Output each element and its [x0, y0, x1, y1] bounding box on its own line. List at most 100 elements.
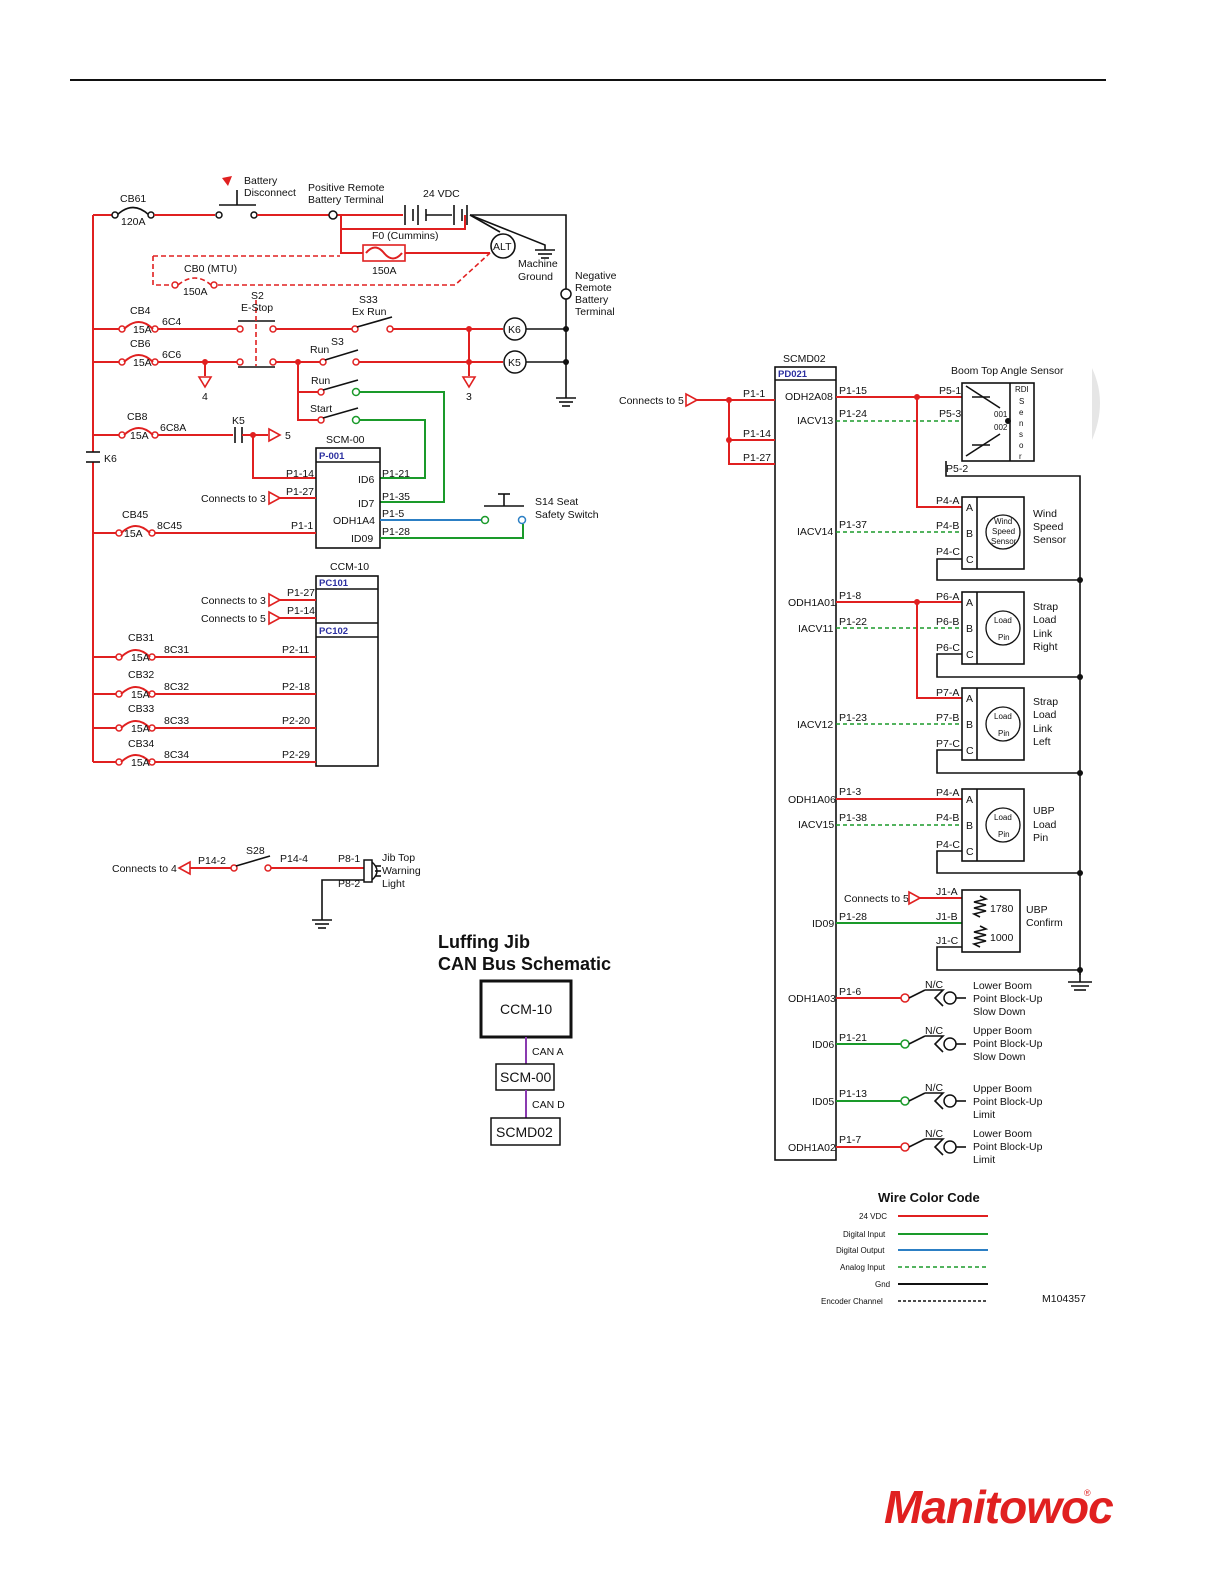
p7-c-label: P7-C — [936, 738, 960, 750]
wire-6c8a: 6C8A — [160, 422, 186, 434]
jib-light-line3: Light — [382, 878, 405, 890]
wcc-item-encoder: Encoder Channel — [821, 1297, 883, 1306]
iacv11-label: IACV11 — [798, 623, 834, 635]
j1-b-label: J1-B — [936, 911, 958, 923]
wire-8c45: 8C45 — [157, 520, 182, 532]
s28-label: S28 — [246, 845, 265, 857]
cb33-amp: 15A — [131, 723, 150, 735]
p1-24-label: P1-24 — [839, 408, 867, 420]
p1-37-label: P1-37 — [839, 519, 867, 531]
ch-001: 001 — [994, 410, 1008, 419]
cb32-amp: 15A — [131, 689, 150, 701]
p5-1-label: P5-1 — [939, 385, 961, 397]
iacv12-label: IACV12 — [797, 719, 833, 731]
left-power-schematic: K6 CB61 120A Battery Disconnect Positive… — [86, 175, 617, 929]
slr-label-4: Right — [1033, 641, 1058, 653]
scm-title: SCM-00 — [326, 434, 365, 446]
logo-registered-mark: ® — [1084, 1488, 1091, 1498]
right-p1-1: P1-1 — [743, 388, 765, 400]
wcc-title: Wire Color Code — [878, 1190, 980, 1205]
cb8-label: CB8 — [127, 411, 148, 423]
p6-c-label: P6-C — [936, 642, 960, 654]
sll-label-1: Strap — [1033, 696, 1058, 708]
cb61-amp: 120A — [121, 216, 146, 228]
pc102-connector: PC102 — [319, 626, 348, 637]
cb6-label: CB6 — [130, 338, 151, 350]
slr-label-3: Link — [1033, 628, 1053, 640]
p1-3-label: P1-3 — [839, 786, 861, 798]
scm-p1-35: P1-35 — [382, 491, 410, 503]
nc2-label: N/C — [925, 1025, 944, 1037]
p4-c2-label: P4-C — [936, 839, 960, 851]
p4-b1-label: P4-B — [936, 520, 959, 532]
sll-inner-pin: Pin — [998, 729, 1010, 738]
sensor-letter-r: r — [1019, 452, 1022, 461]
p6-a-label: P6-A — [936, 591, 959, 603]
vdc-label: 24 VDC — [423, 188, 460, 200]
p7-b-label: P7-B — [936, 712, 959, 724]
lbpsd-line2: Point Block-Up — [973, 993, 1043, 1005]
estop-label: E-Stop — [241, 302, 273, 314]
ubp-pin-c: C — [966, 846, 974, 858]
odh1a03-label: ODH1A03 — [788, 993, 836, 1005]
p001-connector: P-001 — [319, 451, 345, 462]
wind-pin-a: A — [966, 502, 973, 514]
sensor-letter-n: n — [1019, 419, 1023, 428]
logo-wordmark: Manitowoc — [884, 1481, 1114, 1533]
p1-28-right-label: P1-28 — [839, 911, 867, 923]
cb34-label: CB34 — [128, 738, 154, 750]
wire-8c32: 8C32 — [164, 681, 189, 693]
ubp-pin-b: B — [966, 820, 973, 832]
s33-label: S33 — [359, 294, 378, 306]
slr-label-2: Load — [1033, 614, 1057, 626]
neg-remote-line2: Remote — [575, 282, 612, 294]
cb31-amp: 15A — [131, 652, 150, 664]
ubpl-line3: Limit — [973, 1109, 995, 1121]
p7-a-label: P7-A — [936, 687, 959, 699]
scm-id7: ID7 — [358, 498, 375, 510]
k5-contact-label: K5 — [232, 415, 245, 427]
can-bus-schematic: Luffing Jib CAN Bus Schematic CCM-10 CAN… — [438, 932, 611, 1146]
rdi-label: RDI — [1015, 385, 1029, 394]
ubpl-line1: Upper Boom — [973, 1083, 1032, 1095]
switch-lower-boom-slow-down: ODH1A03 P1-6 N/C Lower Boom Point Block-… — [788, 979, 1043, 1018]
s2-label: S2 — [251, 290, 264, 302]
p1-23-label: P1-23 — [839, 712, 867, 724]
positive-remote-line2: Battery Terminal — [308, 194, 384, 206]
odh1a01-label: ODH1A01 — [788, 597, 836, 609]
cb32-label: CB32 — [128, 669, 154, 681]
cb0-amp: 150A — [183, 286, 208, 298]
ch-002: 002 — [994, 423, 1008, 432]
r1780-label: 1780 — [990, 903, 1014, 915]
j1-c-label: J1-C — [936, 935, 959, 947]
p14-4-label: P14-4 — [280, 853, 308, 865]
pd021-connector: PD021 — [778, 369, 808, 380]
neg-remote-line4: Terminal — [575, 306, 615, 318]
boom-top-title: Boom Top Angle Sensor — [951, 365, 1064, 377]
wire-8c31: 8C31 — [164, 644, 189, 656]
ccm-p2-18: P2-18 — [282, 681, 310, 693]
slr-pin-c: C — [966, 649, 974, 661]
lbpl-line1: Lower Boom — [973, 1128, 1032, 1140]
p14-2-label: P14-2 — [198, 855, 226, 867]
s3-label: S3 — [331, 336, 344, 348]
p8-2-label: P8-2 — [338, 878, 360, 890]
ubp-label-2: Load — [1033, 819, 1057, 831]
right-connects-5: Connects to 5 — [619, 395, 684, 407]
cb0-label: CB0 (MTU) — [184, 263, 237, 275]
switch-upper-boom-limit: ID05 P1-13 N/C Upper Boom Point Block-Up… — [812, 1082, 1043, 1121]
p1-7-label: P1-7 — [839, 1134, 861, 1146]
wind-inner-2: Speed — [992, 527, 1015, 536]
cb33-row: CB33 15A 8C33 P2-20 — [93, 703, 316, 735]
ubpl-line2: Point Block-Up — [973, 1096, 1043, 1108]
slr-inner-pin: Pin — [998, 633, 1010, 642]
wcc-item-analog-input: Analog Input — [840, 1263, 886, 1272]
cb31-label: CB31 — [128, 632, 154, 644]
p6-b-label: P6-B — [936, 616, 959, 628]
sll-label-2: Load — [1033, 709, 1057, 721]
wcc-item-gnd: Gnd — [875, 1280, 890, 1289]
ubp-label-3: Pin — [1033, 832, 1048, 844]
p5-2-label: P5-2 — [946, 463, 968, 475]
p4-a1-label: P4-A — [936, 495, 959, 507]
j1-a-label: J1-A — [936, 886, 958, 898]
